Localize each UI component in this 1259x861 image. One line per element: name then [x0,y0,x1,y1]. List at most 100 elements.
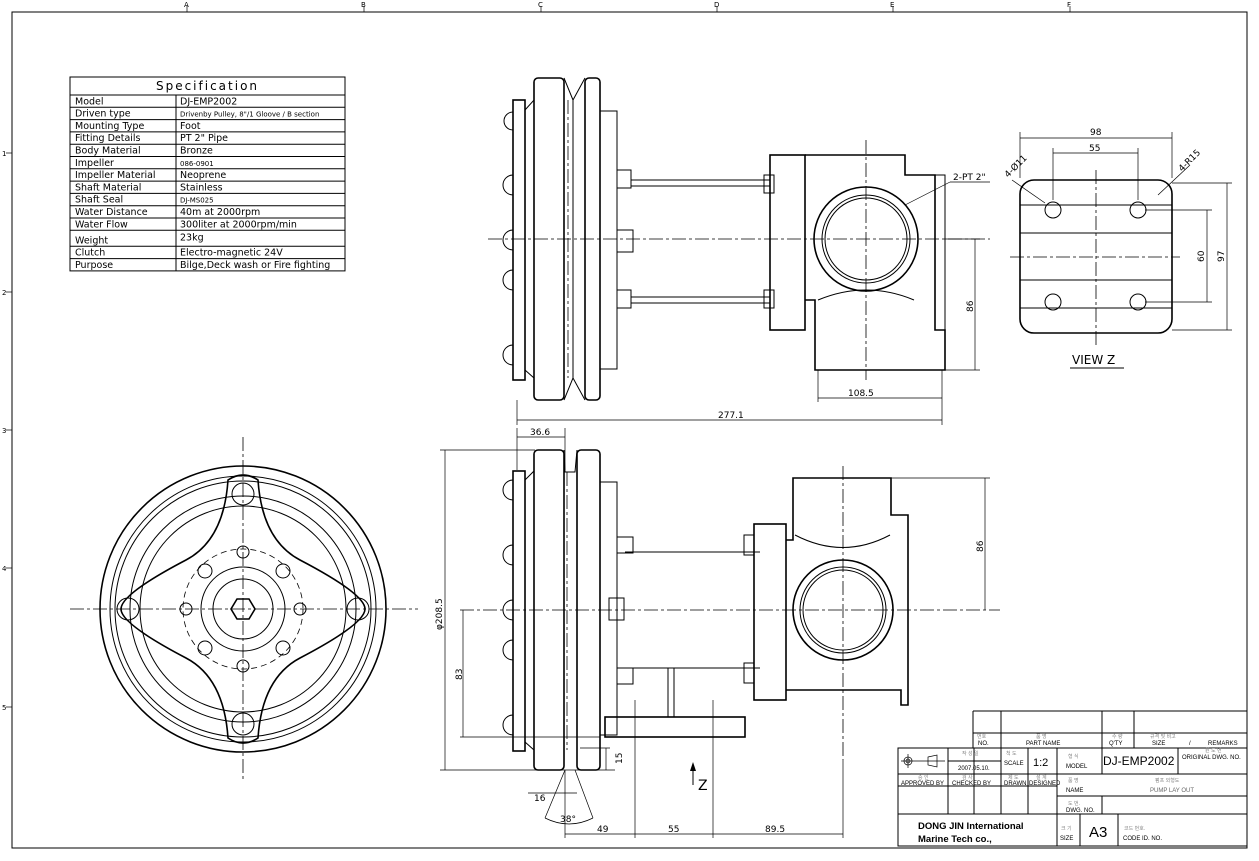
spec-label: Impeller Material [75,170,156,181]
tb-designed-kr: 설 계 [1036,774,1047,781]
tb-model-kr: 형 식 [1068,753,1079,760]
view-z: 98 55 60 97 4-Ø11 4-R15 VIEW Z [1002,128,1232,369]
tb-part-name-kr: 품 명 [1036,733,1047,740]
dim-overall-length: 277.1 [718,411,744,421]
tb-designed: DESIGNED [1029,781,1061,787]
tb-model-label: MODEL [1066,764,1088,770]
tb-slash: / [1189,741,1191,747]
dim-outlet-height-plan: 86 [976,540,986,552]
tb-scale-kr: 척 도 [1006,750,1017,757]
view-z-holes-label: 4-Ø11 [1002,153,1029,180]
spec-label: Fitting Details [75,133,141,144]
tb-drawn: DRAWN [1004,781,1026,787]
tb-scale-label: SCALE [1004,761,1024,767]
spec-value: DJ-EMP2002 [180,96,237,107]
tb-approved-kr: 승 인 [918,774,929,781]
column-label: D [714,1,719,9]
spec-value: Stainless [180,182,223,193]
tb-code-kr: 코드 번호. [1124,825,1145,832]
tb-sheet-size: A3 [1089,824,1107,841]
spec-label: Mounting Type [75,121,144,132]
tb-no: NO. [978,741,989,747]
tb-name-kr: 품 명 [1068,777,1079,784]
view-z-title: VIEW Z [1072,353,1115,367]
spec-value: Bronze [180,146,213,157]
pulley-front-view [70,437,418,780]
tb-dwg-kr: 도 번. [1068,800,1080,807]
dim-shaft-height: 83 [455,669,465,680]
tb-qty-kr: 수 량 [1112,733,1123,740]
tb-code-label: CODE ID. NO. [1123,836,1162,842]
column-label: E [890,1,894,9]
spec-value: Drivenby Pulley, 8"/1 Gloove / B section [180,111,319,119]
tb-scale: 1:2 [1033,757,1048,769]
tb-size-label: SIZE [1060,836,1073,842]
dim-body-length: 108.5 [848,389,874,399]
column-label: C [538,1,543,9]
pulley-bolts [502,479,514,736]
spec-label: Weight [75,235,108,246]
tb-model: DJ-EMP2002 [1103,754,1175,768]
tb-approved: APPROVED BY [901,781,944,787]
spec-value: 40m at 2000rpm [180,207,260,218]
spec-label: Water Distance [75,207,148,218]
spec-value: 300liter at 2000rpm/min [180,219,297,230]
dim-groove-width: 16 [534,794,546,804]
port-label: 2-PT 2" [953,173,986,183]
spec-value: 086-0901 [180,160,214,168]
dim-groove-angle: 38° [560,815,576,825]
tb-original-label: ORIGINAL DWG. NO. [1182,755,1241,761]
spec-label: Purpose [75,260,113,271]
dim-pulley-width: 36.6 [530,428,550,438]
spec-value: Neoprene [180,170,226,181]
tb-size-kr: 크 기 [1061,825,1072,832]
view-z-radius-label: 4-R15 [1177,148,1203,174]
row-label: 4 [2,565,7,573]
spec-value: Electro-magnetic 24V [180,248,283,259]
spec-value: Foot [180,121,201,132]
column-label: B [361,1,366,9]
tb-date-kr: 작 성 일 [962,750,979,757]
spec-label: Impeller [75,158,114,169]
dim-view-z-pitch-y: 60 [1197,250,1207,262]
row-label: 5 [2,704,6,712]
spec-value: Bilge,Deck wash or Fire fighting [180,260,330,271]
tb-dwg-label: DWG. NO. [1066,808,1095,814]
dim-pulley-diameter: φ208.5 [435,598,445,630]
view-z-arrow-label: Z [698,778,708,794]
side-elevation-view: 277.1 108.5 86 2-PT 2" [488,77,990,425]
dim-view-z-width: 98 [1090,128,1102,138]
title-block: 번호 NO. 품 명 PART NAME 수 량 Q'TY 규격 및 비고 SI… [897,710,1248,847]
tb-name-label: NAME [1066,788,1083,794]
dim-base-3: 89.5 [765,825,785,835]
row-markers: 1 2 3 4 5 [2,150,12,712]
tb-checked-kr: 검 사 [962,774,973,781]
tb-original-kr: 원 도 번 [1205,747,1222,754]
row-label: 1 [2,150,6,158]
tb-remarks: REMARKS [1208,741,1238,747]
tb-size-remarks-kr: 규격 및 비고 [1150,733,1176,740]
dim-base-1: 49 [597,825,609,835]
column-label: A [184,1,189,9]
dim-view-z-pitch-x: 55 [1089,144,1100,154]
dim-groove-depth: 15 [615,753,625,764]
tb-date: 2007.05.10. [958,766,990,772]
spec-label: Clutch [75,248,105,259]
spec-value: DJ-MS025 [180,197,214,205]
tb-part-name: PART NAME [1026,741,1060,747]
spec-label: Water Flow [75,219,128,230]
row-label: 3 [2,427,6,435]
spec-label: Model [75,96,104,107]
spec-value: 23kg [180,232,204,243]
tb-checked: CHECKED BY [952,781,991,787]
tb-size: SIZE [1152,741,1165,747]
tb-no-kr: 번호 [977,733,987,740]
dim-base-2: 55 [668,825,679,835]
column-label: F [1067,1,1071,9]
view-z-arrow: Z [690,762,708,794]
tb-company-line2: Marine Tech co., [918,834,992,845]
spec-title: Specification [156,79,259,93]
spec-label: Shaft Seal [75,195,123,206]
tb-qty: Q'TY [1109,741,1122,747]
